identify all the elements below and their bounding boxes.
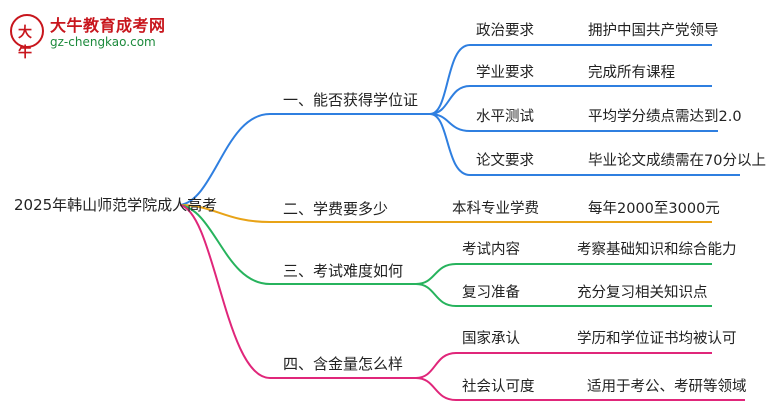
connector-b1-c4 [429, 113, 740, 176]
b3-child-2-label: 复习准备 [462, 285, 520, 301]
mindmap-canvas: 大牛 大牛教育成考网 gz-chengkao.com 2025年韩山师范学院成人… [6, 8, 766, 401]
b2-child-1-label: 本科专业学费 [452, 201, 539, 217]
connector-b1-c1 [429, 44, 712, 115]
b2-child-1-value: 每年2000至3000元 [588, 201, 720, 217]
b1-child-2-value: 完成所有课程 [588, 65, 675, 81]
b4-child-1-label: 国家承认 [462, 331, 520, 347]
connector-b3-c1 [415, 263, 712, 285]
b4-child-2-value: 适用于考公、考研等领域 [587, 379, 747, 395]
logo-name: 大牛教育成考网 [50, 16, 166, 35]
connector-b4-c2 [415, 377, 745, 401]
connector-root-b4 [179, 204, 418, 379]
logo-mark-icon: 大牛 [10, 14, 44, 61]
b1-child-3-label: 水平测试 [476, 109, 534, 125]
connector-root-b2 [179, 204, 712, 223]
b1-child-3-value: 平均学分绩点需达到2.0 [588, 109, 742, 125]
connector-root-b3 [179, 204, 418, 285]
connector-b1-c2 [429, 85, 712, 115]
b1-child-1-label: 政治要求 [476, 23, 534, 39]
branch-2-label: 二、学费要多少 [283, 200, 389, 218]
b3-child-1-value: 考察基础知识和综合能力 [577, 242, 737, 258]
branch-3-label: 三、考试难度如何 [283, 262, 404, 280]
b1-child-4-label: 论文要求 [476, 153, 534, 169]
connector-b3-c2 [415, 283, 712, 307]
b1-child-4-value: 毕业论文成绩需在70分以上 [588, 153, 766, 169]
branch-4-label: 四、含金量怎么样 [283, 355, 404, 373]
connector-root-b1 [179, 113, 432, 206]
connector-b1-c3 [429, 113, 718, 132]
b1-child-1-value: 拥护中国共产党领导 [588, 23, 719, 39]
b4-child-2-label: 社会认可度 [462, 379, 535, 395]
connector-b4-c1 [415, 352, 712, 379]
b3-child-2-value: 充分复习相关知识点 [577, 285, 708, 301]
b1-child-2-label: 学业要求 [476, 65, 534, 81]
b3-child-1-label: 考试内容 [462, 242, 520, 258]
logo-url: gz-chengkao.com [50, 35, 156, 49]
branch-1-label: 一、能否获得学位证 [283, 91, 419, 109]
b4-child-1-value: 学历和学位证书均被认可 [577, 331, 737, 347]
connector-lines [179, 44, 745, 401]
site-logo[interactable]: 大牛 大牛教育成考网 gz-chengkao.com [6, 8, 196, 61]
root-node: 2025年韩山师范学院成人高考 [14, 196, 218, 214]
